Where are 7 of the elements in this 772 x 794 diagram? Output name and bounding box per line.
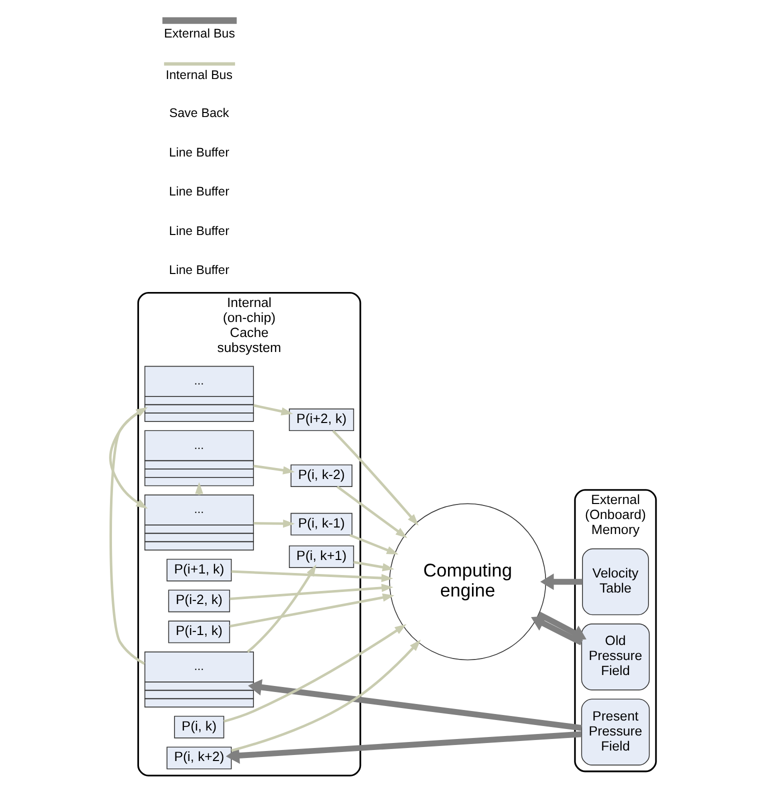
label: Line Buffer (168, 224, 229, 238)
label: Line Buffer (168, 263, 229, 278)
legend-label: External Bus (164, 26, 235, 40)
legend-label: Internal Bus (165, 68, 232, 82)
label: Line Buffer (168, 145, 229, 160)
label: Save Back (168, 106, 229, 120)
label: Line Buffer (168, 184, 229, 199)
